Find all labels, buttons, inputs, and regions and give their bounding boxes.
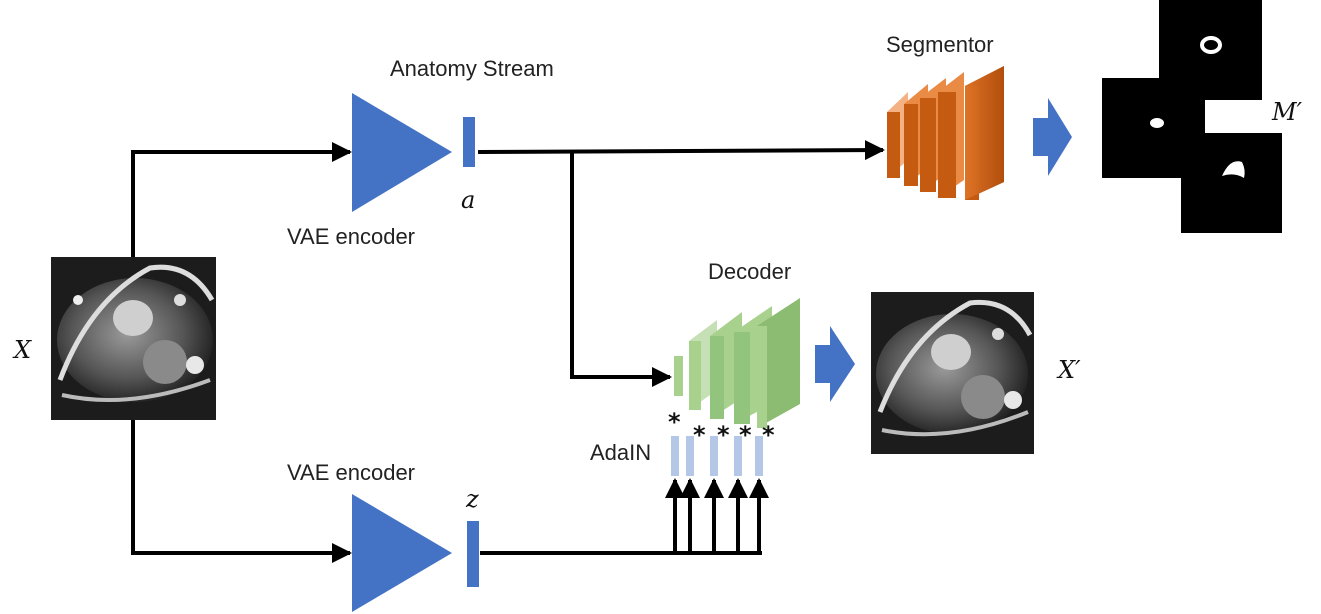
latent-z-label: z [465, 485, 479, 513]
bottom-vae-encoder [352, 494, 452, 612]
adain-bar-2 [686, 436, 694, 476]
bottom-vae-encoder-label: VAE encoder [287, 460, 415, 485]
a-to-segmentor-arrow [477, 140, 885, 161]
adain-star-4: * [739, 421, 752, 449]
decoder-block [689, 298, 800, 428]
segmentor-output-arrow [1033, 98, 1072, 176]
decoder-input-bar [674, 356, 683, 396]
top-vae-encoder [352, 93, 452, 212]
adain-star-1: * [668, 408, 681, 436]
decoder-label: Decoder [708, 259, 791, 284]
reconstructed-mri-image [871, 292, 1034, 454]
input-to-top-encoder-arrow [131, 142, 352, 257]
input-mri-image [51, 257, 216, 420]
latent-a-bar [463, 117, 475, 167]
adain-star-2: * [693, 421, 706, 449]
segmentor-label: Segmentor [886, 32, 994, 57]
segmentor-block [887, 66, 1004, 200]
adain-star-3: * [717, 421, 730, 449]
latent-a-label: a [461, 186, 475, 214]
adain-label: AdaIN [590, 440, 651, 465]
decoder-output-arrow [815, 326, 855, 402]
output-m-label: M′ [1271, 98, 1303, 126]
adain-star-5: * [762, 421, 775, 449]
latent-z-bar [467, 521, 479, 587]
adain-bar-3 [710, 436, 718, 476]
output-x-label: X′ [1056, 356, 1081, 384]
adain-bar-4 [734, 436, 742, 476]
input-x-label: X [12, 336, 32, 364]
adain-bar-5 [755, 436, 763, 476]
top-vae-encoder-label: VAE encoder [287, 224, 415, 249]
segmentation-masks [1102, 0, 1282, 233]
input-to-bottom-encoder-arrow [131, 420, 352, 563]
a-to-decoder-arrow [570, 152, 672, 387]
anatomy-stream-label: Anatomy Stream [390, 56, 554, 81]
adain-bar-1 [671, 436, 679, 476]
